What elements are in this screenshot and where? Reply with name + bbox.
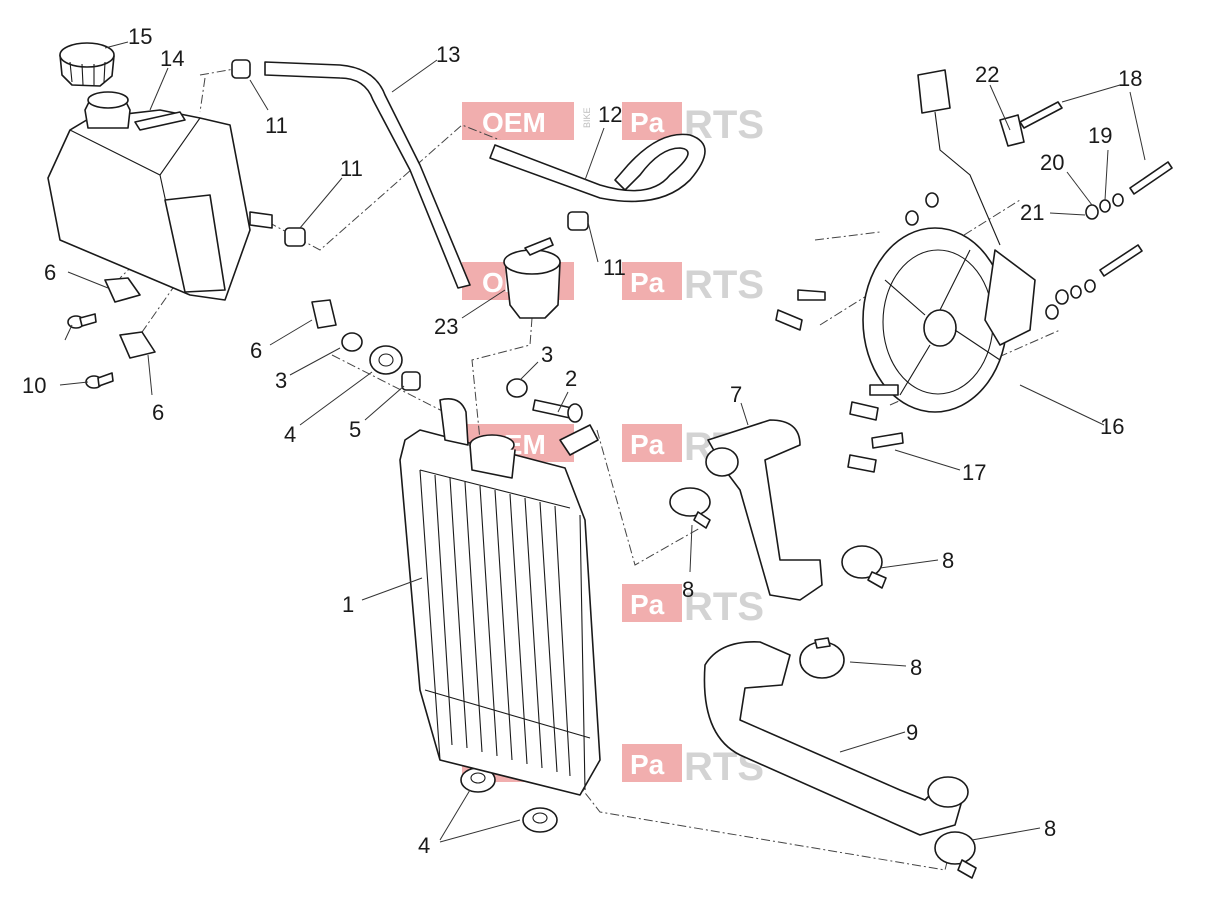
watermark-pa: Pa	[630, 429, 665, 460]
callout-8: 8	[942, 548, 954, 573]
callout-14: 14	[160, 46, 184, 71]
callout-20: 20	[1040, 150, 1064, 175]
cooling-fan	[862, 227, 1036, 413]
radiator	[399, 398, 601, 796]
callout-11: 11	[265, 113, 288, 138]
tank-cap	[59, 42, 115, 87]
callout-8: 8	[1044, 816, 1056, 841]
callout-18: 18	[1118, 66, 1142, 91]
callout-1: 1	[342, 592, 354, 617]
long-screws	[775, 101, 1173, 473]
watermark-rts: RTS	[684, 585, 764, 629]
hose-7	[705, 419, 823, 601]
screw-2	[532, 399, 583, 423]
watermark-pa: Pa	[630, 749, 665, 780]
callout-4: 4	[284, 422, 296, 447]
callout-7: 7	[730, 382, 742, 407]
hose-sleeve	[231, 59, 589, 247]
callout-12: 12	[598, 102, 622, 127]
callout-21: 21	[1020, 200, 1044, 225]
watermark-rts: RTS	[684, 263, 764, 307]
fan-connector	[917, 69, 1025, 246]
callout-11: 11	[603, 255, 626, 280]
hose-12	[489, 133, 706, 203]
hose-13	[264, 61, 471, 289]
watermark-pa: Pa	[630, 107, 665, 138]
leader-lines	[59, 41, 1146, 843]
watermark-pa: Pa	[630, 589, 665, 620]
callout-22: 22	[975, 62, 999, 87]
callout-13: 13	[436, 42, 460, 67]
hose-9	[703, 641, 969, 836]
callout-15: 15	[128, 24, 152, 49]
callout-6: 6	[44, 260, 56, 285]
bolts-10	[67, 313, 114, 389]
callout-3: 3	[541, 342, 553, 367]
callout-3: 3	[275, 368, 287, 393]
radiator-cap	[503, 237, 561, 319]
callout-11: 11	[340, 156, 363, 181]
hose-clamps	[669, 487, 977, 879]
callout-16: 16	[1100, 414, 1124, 439]
bracket-clips	[104, 277, 337, 359]
expansion-tank	[47, 91, 273, 301]
watermark-oem: OEM	[482, 107, 546, 138]
callout-numbers: 15 14 11 13 12 11 11 23 6 6 3 4 5 3 2 6 …	[22, 24, 1142, 858]
watermark-pa: Pa	[630, 267, 665, 298]
callout-2: 2	[565, 366, 577, 391]
callout-10: 10	[22, 373, 46, 398]
callout-4: 4	[418, 833, 430, 858]
washers-grommets	[341, 332, 558, 833]
callout-5: 5	[349, 417, 361, 442]
callout-23: 23	[434, 314, 458, 339]
watermark-bike: BIKE	[582, 107, 592, 128]
callout-9: 9	[906, 720, 918, 745]
callout-8: 8	[682, 577, 694, 602]
callout-6: 6	[152, 400, 164, 425]
callout-17: 17	[962, 460, 986, 485]
watermark-row-1: OEM BIKE Pa RTS	[462, 102, 764, 147]
callout-19: 19	[1088, 123, 1112, 148]
callout-8: 8	[910, 655, 922, 680]
callout-6: 6	[250, 338, 262, 363]
